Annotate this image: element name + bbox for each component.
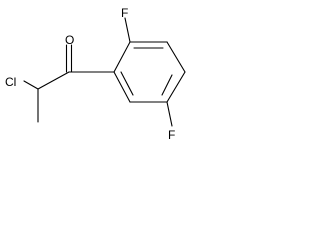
ring-inner-bond-left <box>120 71 134 96</box>
atom-label-chlorine: Cl <box>5 75 16 89</box>
bond-carbonyl-to-chcl <box>37 71 70 90</box>
ring-bond-1 <box>113 41 131 73</box>
ring-inner-bond-right <box>161 74 173 96</box>
atom-label-oxygen: O <box>65 33 74 47</box>
bond-ring-to-f-bottom <box>166 101 173 127</box>
atom-label-fluorine-bottom: F <box>168 128 175 142</box>
bond-chcl-to-cl <box>23 80 39 90</box>
bond-ring-to-f-top <box>124 17 131 43</box>
ring-bond-4 <box>166 71 186 103</box>
ring-bond-3 <box>166 41 186 73</box>
ring-bond-6 <box>113 71 131 103</box>
atom-label-fluorine-top: F <box>121 6 128 20</box>
chemical-structure: O F Cl F <box>5 6 186 142</box>
